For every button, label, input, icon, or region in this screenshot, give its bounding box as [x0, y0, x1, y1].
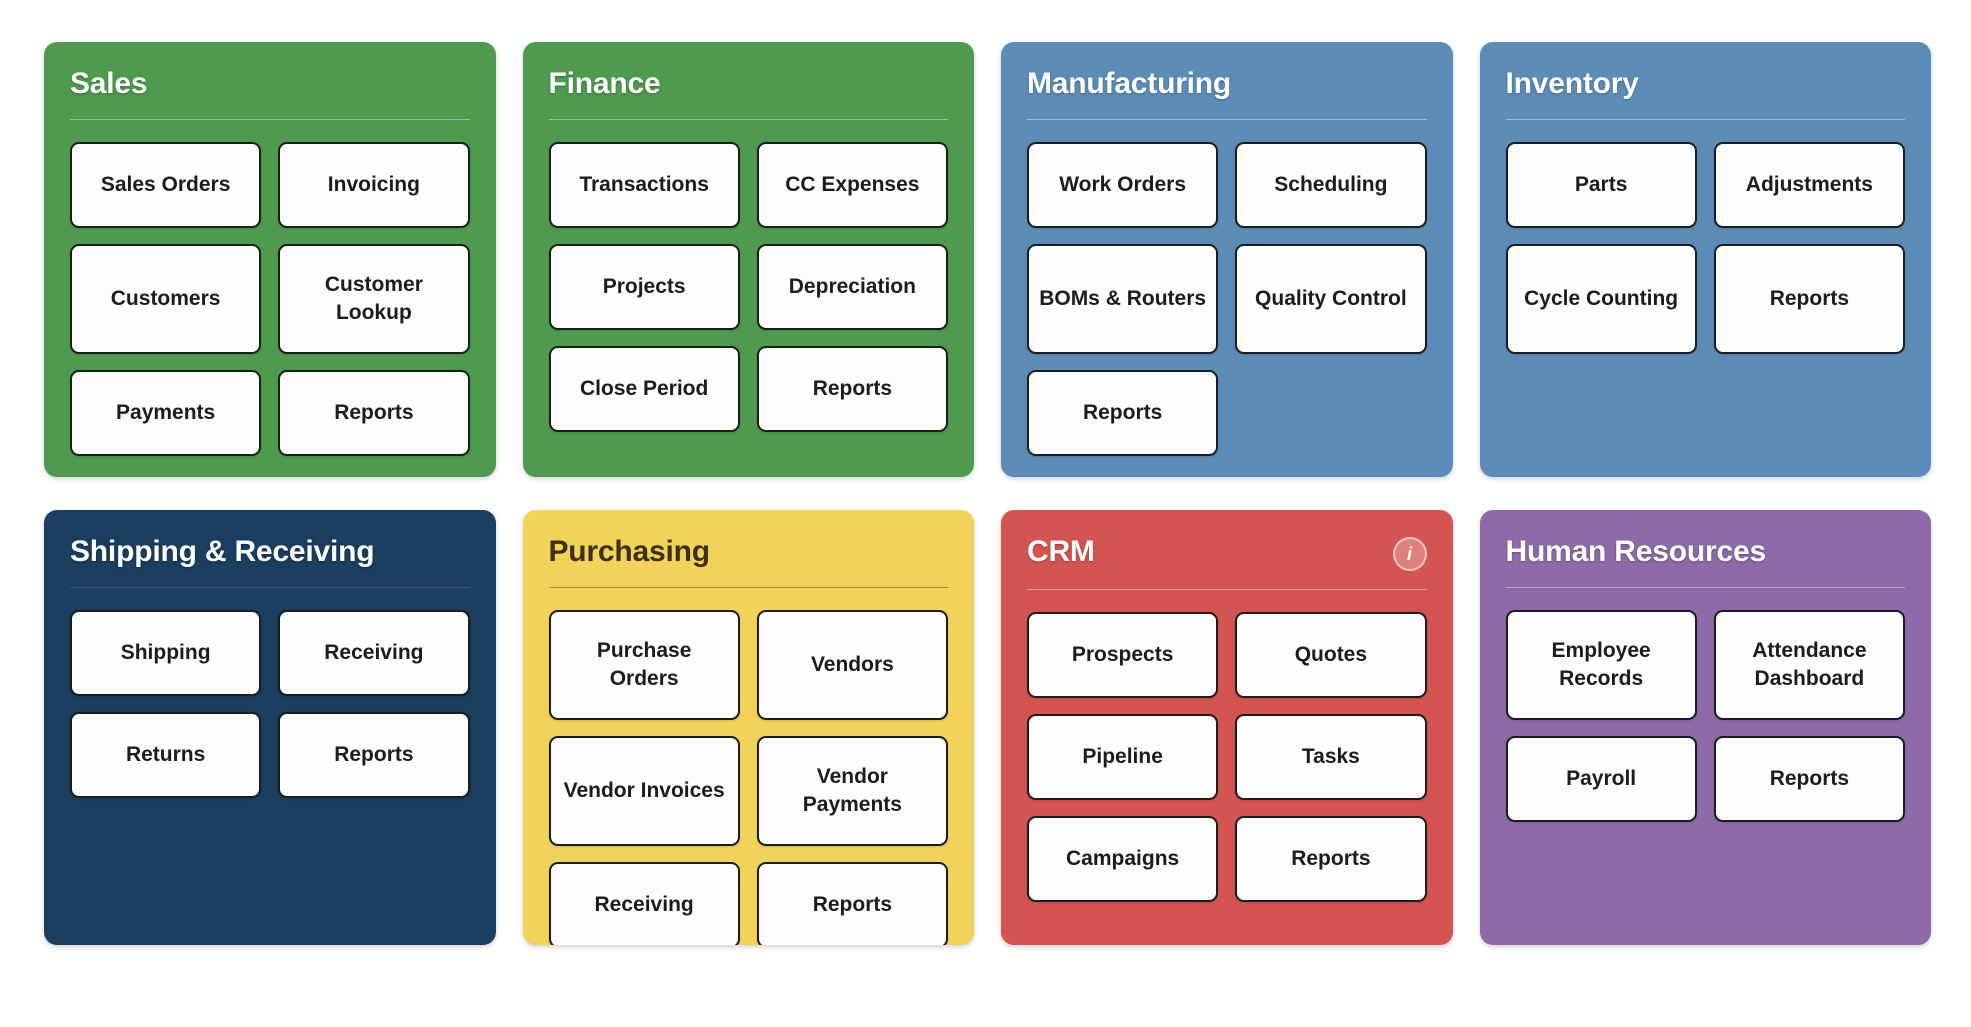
tile-button[interactable]: Invoicing [278, 141, 470, 228]
tile-button[interactable]: Reports [278, 369, 470, 456]
panel-divider-purchasing [548, 586, 948, 588]
tile-button[interactable]: Depreciation [756, 243, 948, 330]
panel-header-purchasing: Purchasing [549, 535, 949, 569]
panel-divider-shipping-receiving [70, 586, 470, 588]
tile-button[interactable]: Customers [70, 243, 262, 354]
tile-button[interactable]: Scheduling [1235, 141, 1427, 228]
panel-title-purchasing: Purchasing [548, 535, 711, 568]
info-icon[interactable]: i [1392, 537, 1427, 571]
panel-title-inventory: Inventory [1505, 67, 1639, 100]
tile-button[interactable]: Vendor Payments [756, 735, 948, 846]
tile-button[interactable]: Parts [1505, 141, 1697, 228]
tile-button[interactable]: Purchase Orders [548, 609, 740, 720]
tile-button[interactable]: Vendor Invoices [548, 735, 740, 846]
panel-title-sales: Sales [70, 67, 148, 100]
panel-title-crm: CRM [1027, 535, 1095, 568]
tile-button[interactable]: Transactions [548, 141, 740, 228]
panel-header-inventory: Inventory [1506, 67, 1906, 101]
tile-button[interactable]: Sales Orders [70, 141, 262, 228]
tile-button[interactable]: Cycle Counting [1505, 243, 1697, 354]
panel-header-finance: Finance [549, 67, 949, 101]
tile-button[interactable]: Attendance Dashboard [1713, 609, 1905, 720]
tile-button[interactable]: Work Orders [1027, 141, 1219, 228]
tile-button[interactable]: Adjustments [1713, 141, 1905, 228]
tile-button[interactable]: Vendors [756, 609, 948, 720]
tile-button[interactable]: Campaigns [1027, 816, 1219, 902]
tile-button[interactable]: BOMs & Routers [1027, 243, 1219, 354]
panel-title-manufacturing: Manufacturing [1027, 67, 1232, 100]
tile-button[interactable]: Quotes [1235, 612, 1427, 698]
panel-header-human-resources: Human Resources [1506, 535, 1906, 569]
tile-button[interactable]: Receiving [548, 861, 740, 945]
tile-button[interactable]: Reports [756, 861, 948, 945]
panel-header-crm: CRM i [1027, 535, 1427, 571]
tile-button[interactable]: Reports [1713, 243, 1905, 354]
tile-button[interactable]: Quality Control [1235, 243, 1427, 354]
panel-divider-human-resources [1505, 586, 1905, 588]
tile-button[interactable]: Customer Lookup [278, 243, 470, 354]
panel-title-finance: Finance [548, 67, 661, 100]
panel-header-manufacturing: Manufacturing [1027, 67, 1427, 101]
tile-button[interactable]: Reports [1027, 369, 1219, 456]
tile-button[interactable]: Returns [70, 711, 262, 798]
tile-button[interactable]: Payments [70, 369, 262, 456]
tile-button[interactable]: Reports [1235, 816, 1427, 902]
tile-button[interactable]: Prospects [1027, 612, 1219, 698]
tile-button[interactable]: Payroll [1505, 735, 1697, 822]
panel-divider-sales [70, 118, 470, 120]
panel-header-sales: Sales [70, 67, 470, 101]
panel-title-shipping-receiving: Shipping & Receiving [70, 535, 375, 568]
tile-button[interactable]: Receiving [278, 609, 470, 696]
tile-button[interactable]: Close Period [548, 345, 740, 432]
tile-button[interactable]: CC Expenses [756, 141, 948, 228]
panel-divider-manufacturing [1027, 118, 1427, 120]
panel-title-human-resources: Human Resources [1505, 535, 1767, 568]
tile-button[interactable]: Employee Records [1505, 609, 1697, 720]
tile-button[interactable]: Pipeline [1027, 714, 1219, 800]
tile-button[interactable]: Tasks [1235, 714, 1427, 800]
panel-header-shipping-receiving: Shipping & Receiving [70, 535, 470, 569]
panel-divider-finance [548, 118, 948, 120]
tile-button[interactable]: Reports [278, 711, 470, 798]
tile-button[interactable]: Reports [756, 345, 948, 432]
panel-divider-crm [1027, 589, 1427, 590]
tile-button[interactable]: Reports [1713, 735, 1905, 822]
tile-button[interactable]: Projects [548, 243, 740, 330]
tile-button[interactable]: Shipping [70, 609, 262, 696]
panel-divider-inventory [1505, 118, 1905, 120]
